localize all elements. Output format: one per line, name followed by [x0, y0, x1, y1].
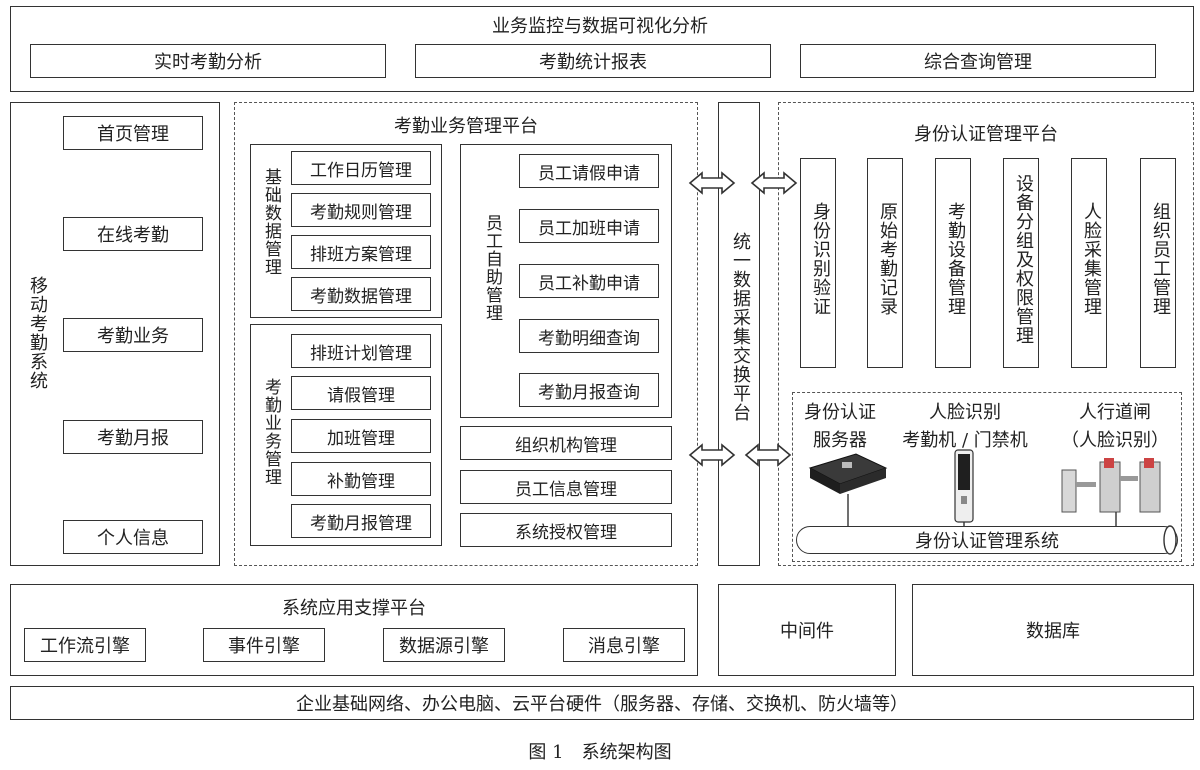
mobile-item-business: 考勤业务: [63, 318, 203, 352]
attendance-platform-panel: [234, 102, 698, 566]
leave-request-box: 员工请假申请: [519, 154, 659, 188]
monthly-query-box: 考勤月报查询: [519, 373, 659, 407]
identity-col-records: [867, 158, 903, 368]
identity-col-records-label: 原始考勤记录: [877, 202, 898, 316]
identity-col-groups: [1003, 158, 1039, 368]
face-terminal-picture: [954, 449, 974, 523]
device-face-terminal-line1: 人脸识别: [929, 402, 1001, 423]
middleware-box: 中间件: [718, 584, 896, 676]
device-gate-line1: 人行道闸: [1079, 402, 1151, 423]
employee-info-box: 员工信息管理: [460, 470, 672, 504]
overtime-request-box: 员工加班申请: [519, 209, 659, 243]
double-arrow-left-bottom: [688, 443, 736, 467]
identity-platform-title: 身份认证管理平台: [914, 124, 1058, 145]
identity-col-org: [1140, 158, 1176, 368]
identity-col-org-label: 组织员工管理: [1150, 202, 1171, 316]
identity-col-groups-label: 设备分组及权限管理: [1013, 174, 1034, 345]
double-arrow-right-bottom: [744, 443, 792, 467]
statistics-report-box: 考勤统计报表: [415, 44, 771, 78]
detail-query-box: 考勤明细查询: [519, 319, 659, 353]
infrastructure-layer: 企业基础网络、办公电脑、云平台硬件（服务器、存储、交换机、防火墙等）: [10, 686, 1194, 720]
attendance-rules-box: 考勤规则管理: [291, 193, 431, 227]
overtime-management-box: 加班管理: [291, 419, 431, 453]
mobile-item-profile: 个人信息: [63, 520, 203, 554]
org-management-box: 组织机构管理: [460, 426, 672, 460]
datasource-engine-box: 数据源引擎: [383, 628, 505, 662]
event-engine-box: 事件引擎: [203, 628, 325, 662]
identity-platform-panel: [778, 102, 1194, 566]
exchange-platform-label: 统一数据采集交换平台: [730, 232, 751, 422]
identity-col-verify: [800, 158, 836, 368]
support-platform-title: 系统应用支撑平台: [282, 598, 426, 619]
mobile-item-home: 首页管理: [63, 116, 203, 150]
shift-plan-box: 排班方案管理: [291, 235, 431, 269]
device-server-line1: 身份认证: [804, 402, 876, 423]
system-auth-box: 系统授权管理: [460, 513, 672, 547]
monitoring-layer-title: 业务监控与数据可视化分析: [492, 16, 708, 37]
monthly-report-management-box: 考勤月报管理: [291, 504, 431, 538]
schedule-plan-box: 排班计划管理: [291, 334, 431, 368]
identity-col-devices: [935, 158, 971, 368]
workflow-engine-box: 工作流引擎: [24, 628, 146, 662]
device-server-line2: 服务器: [813, 430, 867, 451]
work-calendar-box: 工作日历管理: [291, 151, 431, 185]
makeup-management-box: 补勤管理: [291, 462, 431, 496]
double-arrow-left-top: [688, 171, 736, 195]
identity-system-bar-label: 身份认证管理系统: [915, 531, 1059, 552]
business-label: 考勤业务管理: [261, 378, 281, 486]
gate-device-picture: [1061, 458, 1161, 513]
mobile-system-title: 移动考勤系统: [27, 276, 48, 390]
message-engine-box: 消息引擎: [563, 628, 685, 662]
mobile-item-online-attendance: 在线考勤: [63, 217, 203, 251]
device-face-terminal-line2: 考勤机 / 门禁机: [902, 430, 1028, 451]
query-management-box: 综合查询管理: [800, 44, 1156, 78]
figure-caption: 图 1 系统架构图: [528, 742, 672, 763]
identity-system-bar: 身份认证管理系统: [796, 526, 1178, 554]
pipe-end-cap: [1163, 525, 1177, 555]
leave-management-box: 请假管理: [291, 376, 431, 410]
attendance-data-box: 考勤数据管理: [291, 277, 431, 311]
basic-data-label: 基础数据管理: [261, 168, 281, 276]
identity-col-face-label: 人脸采集管理: [1081, 202, 1102, 316]
mobile-item-monthly: 考勤月报: [63, 420, 203, 454]
devices-panel: [792, 392, 1182, 562]
makeup-request-box: 员工补勤申请: [519, 264, 659, 298]
identity-col-devices-label: 考勤设备管理: [945, 202, 966, 316]
database-box: 数据库: [912, 584, 1194, 676]
identity-col-face: [1071, 158, 1107, 368]
double-arrow-right-top: [750, 171, 798, 195]
identity-col-verify-label: 身份识别验证: [810, 202, 831, 316]
server-device-picture: [808, 453, 888, 494]
self-service-label: 员工自助管理: [482, 214, 502, 322]
realtime-analysis-box: 实时考勤分析: [30, 44, 386, 78]
device-gate-line2: （人脸识别）: [1061, 430, 1169, 451]
attendance-platform-title: 考勤业务管理平台: [394, 116, 538, 137]
